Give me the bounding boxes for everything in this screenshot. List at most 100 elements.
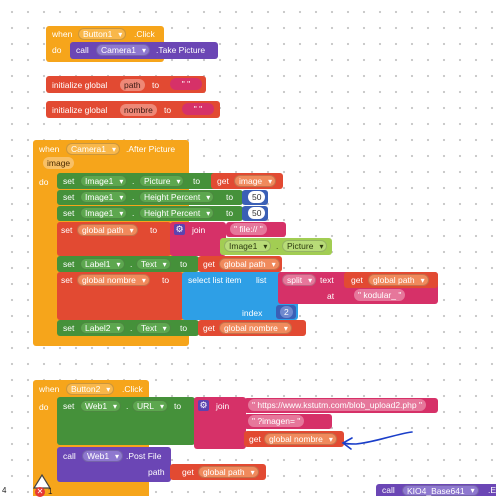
set-keyword: set (61, 275, 73, 285)
image1-dropdown[interactable]: Image1 (80, 207, 128, 219)
to-keyword: to (193, 176, 201, 186)
global-path-get-dropdown[interactable]: global path (368, 274, 429, 286)
set-keyword: set (63, 192, 75, 202)
warning-count: 4 (2, 486, 7, 495)
takepicture-method-label: .Take Picture (156, 45, 206, 55)
call-keyword: call (382, 485, 395, 495)
index-value[interactable]: 2 (280, 306, 293, 318)
get-keyword: get (182, 467, 194, 477)
dot-separator: . (130, 323, 133, 333)
get-keyword: get (203, 323, 215, 333)
web1-dropdown[interactable]: Web1 (80, 400, 122, 412)
list-keyword: list (256, 275, 267, 285)
to-keyword: to (162, 275, 170, 285)
url-property-dropdown[interactable]: URL (132, 400, 169, 412)
image1-dropdown[interactable]: Image1 (80, 191, 128, 203)
postfile-method-label: .Post File (126, 451, 162, 461)
global-nombre-dropdown[interactable]: global nombre (77, 274, 150, 286)
set-keyword: set (61, 225, 73, 235)
text-property-dropdown[interactable]: Text (136, 322, 171, 334)
image-parameter[interactable]: image (43, 157, 75, 169)
camera1-dropdown[interactable]: Camera1 (96, 44, 150, 56)
get-keyword: get (249, 434, 261, 444)
when-keyword: when (52, 29, 73, 39)
global-path-get-dropdown[interactable]: global path (219, 258, 280, 270)
file-prefix-string[interactable]: " file:// " (230, 223, 267, 235)
image1-dropdown[interactable]: Image1 (80, 175, 128, 187)
get-keyword: get (203, 259, 215, 269)
set-keyword: set (63, 208, 75, 218)
split-dropdown[interactable]: split (282, 274, 317, 286)
text-property-dropdown[interactable]: Text (136, 258, 171, 270)
dot-separator: . (132, 208, 135, 218)
annotation-arrow-icon (341, 431, 413, 450)
partial-method-label: .E (488, 485, 496, 495)
to-keyword: to (226, 208, 234, 218)
global-path-get-dropdown[interactable]: global path (198, 466, 259, 478)
path-parameter-label: path (148, 467, 165, 477)
when-keyword: when (39, 384, 60, 394)
gear-icon[interactable]: ⚙ (198, 400, 209, 411)
global-path-dropdown[interactable]: global path (77, 224, 138, 236)
set-keyword: set (63, 176, 75, 186)
image-get-dropdown[interactable]: image (234, 175, 277, 187)
button1-dropdown[interactable]: Button1 (78, 28, 127, 40)
global-nombre-get-dropdown[interactable]: global nombre (264, 433, 337, 445)
do-keyword: do (52, 45, 62, 55)
image1-getter-dropdown[interactable]: Image1 (224, 240, 272, 252)
to-keyword: to (226, 192, 234, 202)
do-keyword: do (39, 177, 49, 187)
camera1-event-dropdown[interactable]: Camera1 (66, 143, 120, 155)
picture-getter-dropdown[interactable]: Picture (282, 240, 328, 252)
initialize-global-label: initialize global (52, 105, 108, 115)
to-keyword: to (180, 323, 188, 333)
imagen-query-string[interactable]: " ?imagen= " (248, 415, 305, 427)
to-keyword: to (174, 401, 182, 411)
index-keyword: index (242, 308, 263, 318)
kodular-separator-string[interactable]: " kodular_ " (354, 289, 406, 301)
dot-separator: . (130, 259, 133, 269)
dot-separator: . (276, 241, 279, 251)
picture-property-dropdown[interactable]: Picture (139, 175, 185, 187)
error-count: 1 (48, 487, 53, 496)
url-string[interactable]: " https://www.kstutm.com/blob_upload2.ph… (248, 399, 426, 411)
web1-call-dropdown[interactable]: Web1 (82, 450, 124, 462)
error-x-icon[interactable]: ✕ (35, 487, 45, 497)
join-keyword: join (192, 225, 206, 235)
set-keyword: set (63, 323, 75, 333)
set-label2-text-block[interactable] (57, 320, 199, 336)
get-keyword: get (217, 176, 229, 186)
get-keyword: get (351, 275, 363, 285)
heightpercent-property-dropdown[interactable]: Height Percent (139, 191, 215, 203)
empty-string-path[interactable]: " " (170, 78, 202, 90)
heightpercent-property-dropdown[interactable]: Height Percent (139, 207, 215, 219)
dot-separator: . (132, 192, 135, 202)
click-event-label: .Click (122, 384, 143, 394)
dot-separator: . (132, 176, 135, 186)
path-variable-name[interactable]: path (120, 79, 145, 91)
do-keyword: do (39, 402, 49, 412)
click-event-label: .Click (134, 29, 155, 39)
afterpicture-event-label: .After Picture (126, 144, 176, 154)
gear-icon[interactable]: ⚙ (174, 224, 185, 235)
at-keyword: at (327, 291, 335, 301)
select-list-item-label: select list item (188, 275, 242, 285)
to-keyword: to (180, 259, 188, 269)
empty-string-nombre[interactable]: " " (182, 103, 214, 115)
initialize-global-label: initialize global (52, 80, 108, 90)
set-keyword: set (63, 401, 75, 411)
dot-separator: . (126, 401, 129, 411)
join-keyword: join (216, 401, 230, 411)
label1-dropdown[interactable]: Label1 (80, 258, 125, 270)
button2-dropdown[interactable]: Button2 (66, 383, 115, 395)
set-label1-text-block[interactable] (57, 256, 199, 272)
number-value[interactable]: 50 (248, 191, 266, 203)
set-keyword: set (63, 259, 75, 269)
call-keyword: call (63, 451, 76, 461)
to-keyword: to (164, 105, 172, 115)
label2-dropdown[interactable]: Label2 (80, 322, 125, 334)
number-value[interactable]: 50 (248, 207, 266, 219)
nombre-variable-name[interactable]: nombre (120, 104, 157, 116)
kio4-base641-dropdown[interactable]: KIO4_Base641 (402, 485, 479, 496)
global-nombre-get-dropdown[interactable]: global nombre (219, 322, 292, 334)
